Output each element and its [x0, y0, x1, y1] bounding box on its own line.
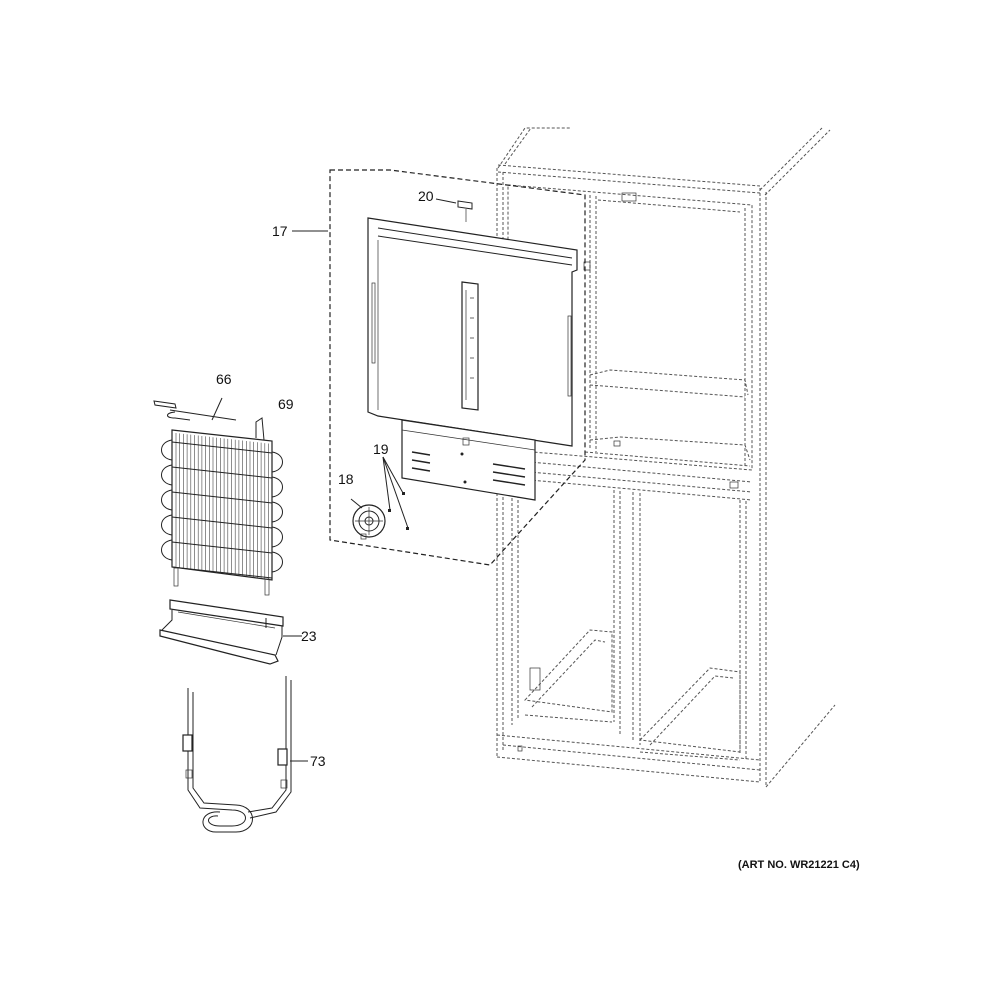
callout-17: 17 [272, 223, 288, 239]
assembly-boundary [329, 169, 586, 566]
callout-69: 69 [278, 396, 294, 412]
evaporator-coil [161, 417, 283, 596]
evaporator-cover-assembly [329, 169, 586, 566]
defrost-sensor [153, 397, 237, 421]
refrigerator-cabinet [496, 127, 836, 788]
defrost-heater [182, 676, 308, 833]
drain-trough [159, 599, 302, 665]
callout-23: 23 [301, 628, 317, 644]
fan-motor [350, 498, 386, 540]
sensor-clip [457, 200, 473, 210]
screws [382, 456, 409, 530]
callout-66: 66 [216, 371, 232, 387]
fan-housing [401, 419, 536, 501]
callout-73: 73 [310, 753, 326, 769]
callout-20: 20 [418, 188, 434, 204]
callout-18: 18 [338, 471, 354, 487]
callout-19: 19 [373, 441, 389, 457]
art-number: (ART NO. WR21221 C4) [738, 859, 860, 871]
